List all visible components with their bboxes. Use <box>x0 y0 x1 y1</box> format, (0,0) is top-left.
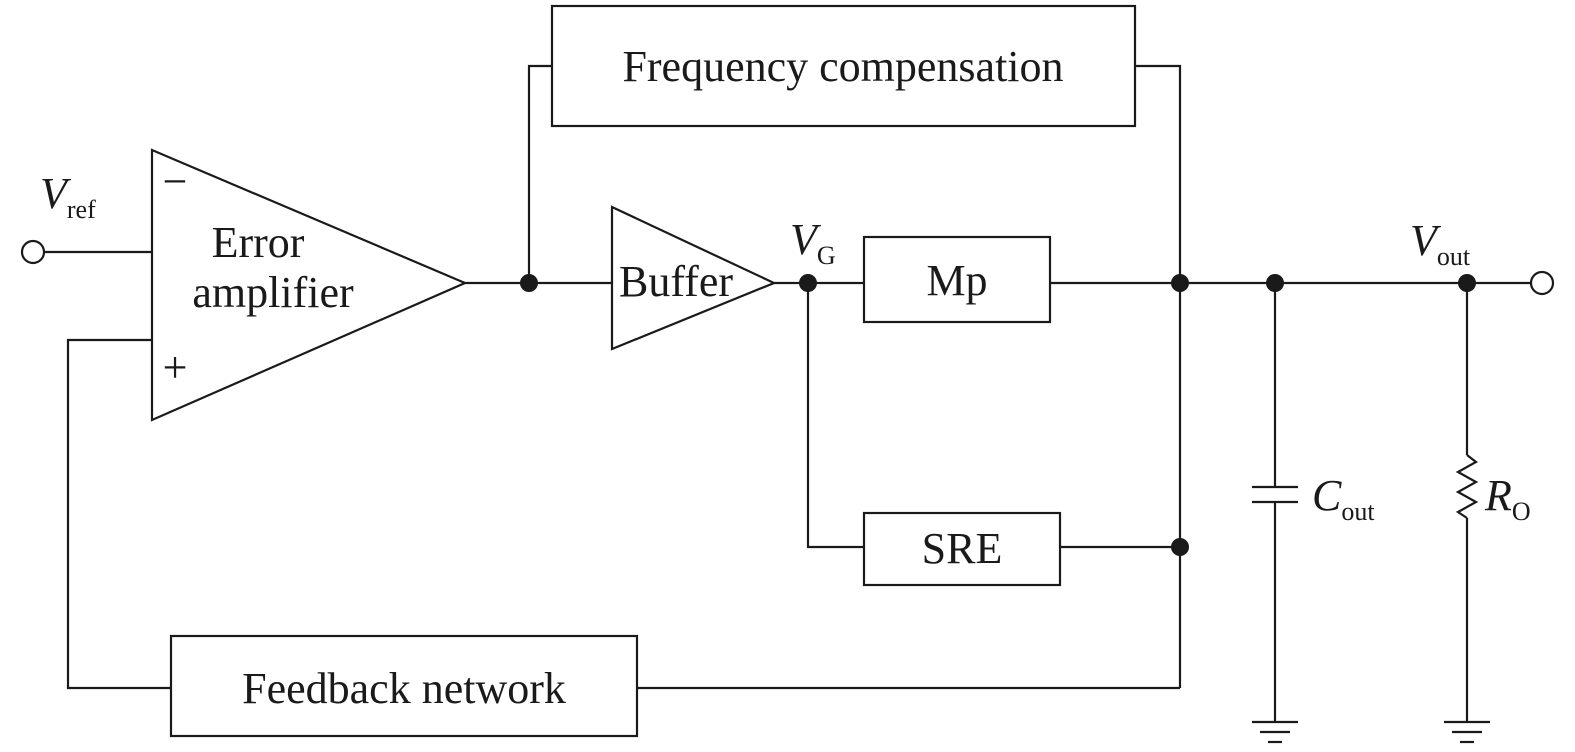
frequency-compensation-block <box>550 4 1137 128</box>
vref-terminal <box>20 239 46 265</box>
feedback-network-block <box>169 634 639 738</box>
cout-ground-icon <box>1252 720 1298 744</box>
cout-label-sub: out <box>1341 497 1375 526</box>
vout-label-main: V <box>1410 216 1442 265</box>
comp-input-wire <box>527 64 552 283</box>
error-amplifier-label-line1: Error <box>212 218 305 267</box>
cout-label-main: C <box>1312 471 1342 520</box>
vout-label: Vout <box>1410 216 1471 271</box>
vref-label: Vref <box>40 169 96 224</box>
vout-label-sub: out <box>1437 242 1471 271</box>
minus-sign: − <box>163 157 188 206</box>
vref-label-main: V <box>40 169 72 218</box>
ro-label: RO <box>1484 471 1531 526</box>
vg-label-sub: G <box>817 241 836 270</box>
error-amplifier-label-line2: amplifier <box>192 268 354 317</box>
ro-label-sub: O <box>1512 497 1531 526</box>
feedback-return-wire <box>66 338 171 690</box>
buffer-label: Buffer <box>619 257 733 306</box>
vg-to-sre-wire <box>806 283 864 549</box>
ro-label-main: R <box>1484 471 1512 520</box>
mp-label: Mp <box>926 256 987 305</box>
ro-ground-icon <box>1444 720 1490 744</box>
mp-block <box>862 235 1052 324</box>
ea-output-node <box>520 274 538 292</box>
cout-label: Cout <box>1312 471 1375 526</box>
vout-terminal <box>1529 270 1555 296</box>
feedback-network-label: Feedback network <box>242 664 566 713</box>
sre-block <box>862 511 1062 587</box>
frequency-compensation-label: Frequency compensation <box>622 42 1063 91</box>
buffer-triangle <box>610 205 777 351</box>
vg-label: VG <box>790 215 836 270</box>
error-amplifier-triangle <box>150 148 468 422</box>
plus-sign: + <box>163 343 188 392</box>
comp-output-wire <box>1135 64 1182 283</box>
sre-label: SRE <box>922 524 1003 573</box>
vg-label-main: V <box>790 215 822 264</box>
vref-label-sub: ref <box>67 195 96 224</box>
ro-resistor-zigzag <box>1455 454 1479 519</box>
